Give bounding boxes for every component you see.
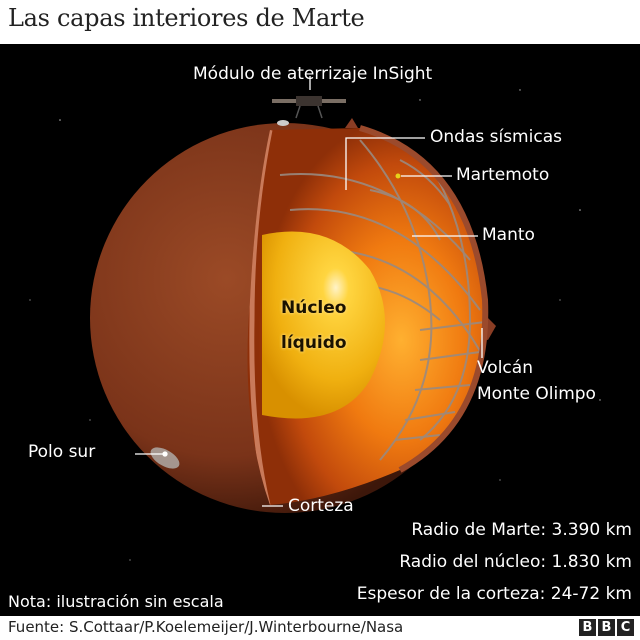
bbc-logo-letter: C: [617, 619, 634, 636]
label-volcano-line1: Volcán: [477, 358, 533, 378]
label-volcano-line2: Monte Olimpo: [477, 384, 596, 404]
bbc-logo: B B C: [579, 619, 634, 636]
footer: Fuente: S.Cottaar/P.Koelemeijer/J.Winter…: [0, 616, 640, 640]
source-credit: Fuente: S.Cottaar/P.Koelemeijer/J.Winter…: [8, 618, 404, 636]
stars: [29, 89, 601, 561]
label-mantle: Manto: [482, 225, 535, 245]
mars-cutaway-illustration: [29, 76, 601, 561]
stat-crust-thickness: Espesor de la corteza: 24-72 km: [356, 584, 632, 604]
label-marsquake: Martemoto: [456, 165, 550, 185]
stat-mars-radius: Radio de Marte: 3.390 km: [411, 520, 632, 540]
scale-note: Nota: ilustración sin escala: [8, 592, 224, 611]
bbc-logo-letter: B: [579, 619, 596, 636]
label-insight-lander: Módulo de aterrizaje InSight: [193, 64, 433, 84]
page-title: Las capas interiores de Marte: [8, 4, 365, 32]
label-south-pole: Polo sur: [28, 442, 96, 462]
header: Las capas interiores de Marte: [0, 0, 640, 44]
leader-lines: [135, 76, 483, 507]
label-seismic-waves: Ondas sísmicas: [430, 127, 562, 147]
stat-core-radius: Radio del núcleo: 1.830 km: [399, 552, 632, 572]
marsquake-dot: [395, 173, 401, 179]
diagram-area: Módulo de aterrizaje InSight Ondas sísmi…: [0, 44, 640, 616]
insight-lander-icon: [272, 96, 346, 126]
liquid-core: [262, 231, 385, 419]
bbc-logo-letter: B: [598, 619, 615, 636]
label-core-line2: líquido: [281, 333, 347, 353]
label-crust: Corteza: [288, 496, 354, 516]
label-core-line1: Núcleo: [281, 298, 347, 318]
